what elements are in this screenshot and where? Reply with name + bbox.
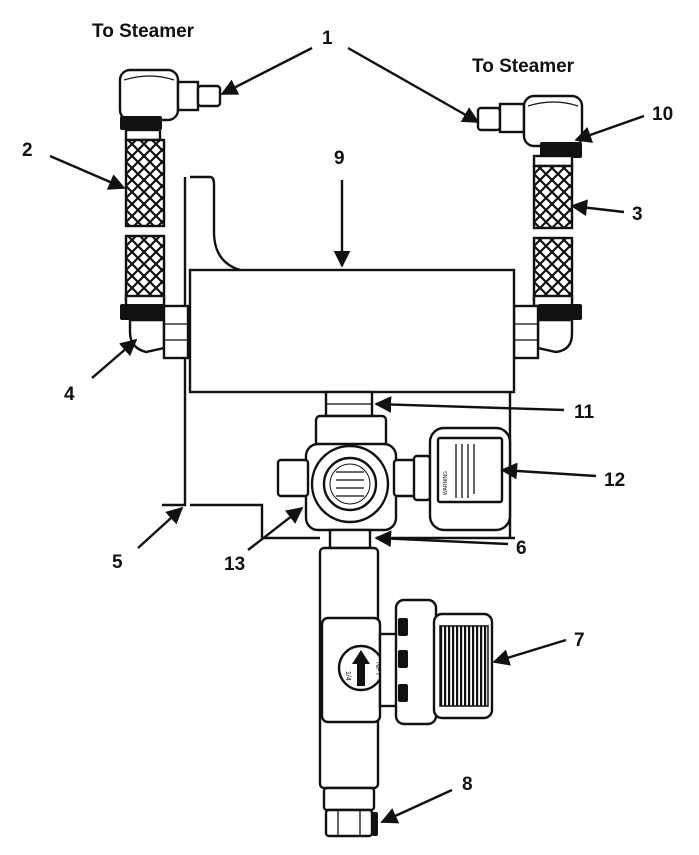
manifold-body	[188, 268, 516, 394]
callout-3-arrow	[570, 199, 625, 217]
callout-11: 11	[574, 402, 595, 423]
right-elbow-fitting	[522, 94, 584, 148]
callout-6: 6	[516, 538, 527, 559]
callout-13-arrow	[247, 506, 304, 551]
left-hose-assembly	[118, 68, 222, 360]
left-hose-lower	[124, 234, 166, 302]
fitting-thread-text: NPT	[374, 662, 381, 677]
left-elbow-fitting	[118, 68, 180, 122]
callout-12-arrow	[500, 462, 597, 480]
callout-4-arrow	[91, 338, 138, 379]
drain-valve-handle	[372, 812, 378, 836]
left-quick-connect	[196, 84, 222, 108]
right-hose-lower	[532, 236, 574, 302]
to-steamer-label-right: To Steamer	[472, 56, 575, 77]
filter-element	[439, 625, 489, 707]
callout-7: 7	[574, 630, 585, 651]
fitting-size-text: 1/4	[344, 671, 351, 681]
callout-5-arrow	[137, 506, 184, 549]
callout-8: 8	[462, 774, 473, 795]
callout-11-arrow	[374, 396, 565, 413]
callout-2-arrow	[49, 154, 126, 190]
strainer-housing	[276, 414, 418, 532]
flow-arrow-icon	[352, 650, 370, 686]
right-manifold-nut	[512, 304, 540, 360]
left-lower-elbow	[128, 318, 166, 354]
callout-1-arrow-right	[347, 46, 480, 124]
right-hose-assembly	[476, 94, 584, 360]
callout-2: 2	[22, 140, 33, 161]
callout-1-arrow-left	[220, 46, 313, 96]
lower-nipple	[328, 528, 372, 550]
left-manifold-nut	[162, 304, 190, 360]
right-elbow-clamp	[540, 142, 582, 158]
solenoid-valve: WARNING	[412, 426, 512, 532]
lower-pipe-assembly: 1/4 NPT	[318, 546, 385, 838]
callout-10: 10	[652, 104, 673, 125]
callout-5: 5	[112, 552, 123, 573]
right-quick-connect	[476, 106, 502, 132]
left-hose-upper	[124, 138, 166, 228]
right-lower-elbow	[536, 318, 574, 354]
callout-8-arrow	[380, 788, 453, 824]
right-hose-upper	[532, 164, 574, 230]
callout-4: 4	[64, 384, 75, 405]
leader-lines	[49, 46, 645, 824]
callout-6-arrow	[374, 530, 509, 548]
to-steamer-label-left: To Steamer	[92, 21, 195, 42]
callout-13: 13	[224, 554, 245, 575]
drain-nut	[324, 808, 374, 838]
callout-10-arrow	[574, 114, 645, 143]
side-filter-assembly	[378, 598, 494, 726]
callout-1: 1	[322, 28, 333, 49]
warning-label-text: WARNING	[443, 471, 449, 495]
callout-3: 3	[632, 204, 643, 225]
callout-12: 12	[604, 470, 625, 491]
callout-7-arrow	[492, 638, 567, 666]
callout-9: 9	[334, 148, 345, 169]
